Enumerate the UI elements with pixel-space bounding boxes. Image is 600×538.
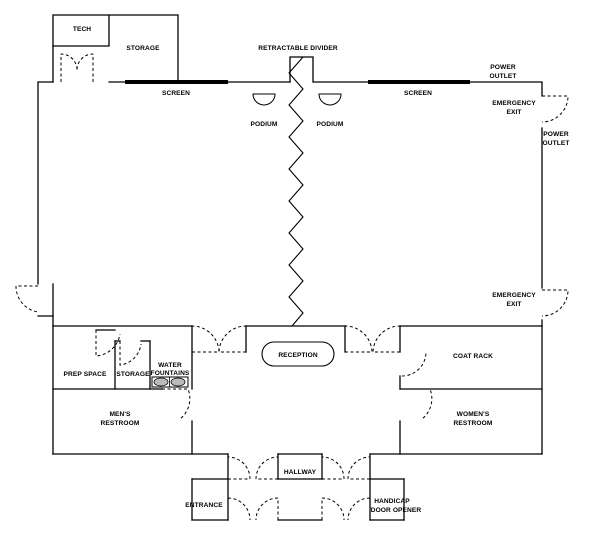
label-emergency-exit-top-1: EMERGENCY: [492, 100, 536, 107]
doors: [15, 53, 569, 521]
label-water-fountains-2: FOUNTAINS: [151, 370, 190, 377]
label-womens-restroom-1: WOMEN'S: [457, 411, 490, 418]
label-podium-left: PODIUM: [251, 121, 278, 128]
label-screen-left: SCREEN: [162, 90, 190, 97]
label-storage-top: STORAGE: [126, 45, 160, 52]
label-handicap-1: HANDICAP: [374, 498, 410, 505]
label-screen-right: SCREEN: [404, 90, 432, 97]
labels: TECH STORAGE RETRACTABLE DIVIDER SCREEN …: [64, 26, 570, 514]
walls: [37, 14, 543, 521]
label-storage-bottom: STORAGE: [116, 371, 150, 378]
label-tech: TECH: [73, 26, 91, 33]
label-retractable-divider: RETRACTABLE DIVIDER: [258, 45, 338, 52]
label-emergency-exit-bottom-1: EMERGENCY: [492, 292, 536, 299]
podium-right-icon: [318, 93, 342, 106]
label-handicap-2: DOOR OPENER: [371, 507, 422, 514]
label-entrance: ENTRANCE: [185, 502, 223, 509]
retractable-divider: [288, 56, 304, 327]
label-podium-right: PODIUM: [317, 121, 344, 128]
label-mens-restroom-2: RESTROOM: [101, 420, 140, 427]
label-reception: RECEPTION: [278, 352, 318, 359]
label-power-outlet-top-1: POWER: [490, 64, 516, 71]
label-water-fountains-1: WATER: [158, 362, 182, 369]
label-emergency-exit-bottom-2: EXIT: [506, 301, 521, 308]
label-power-outlet-top-2: OUTLET: [490, 73, 517, 80]
label-womens-restroom-2: RESTROOM: [454, 420, 493, 427]
podium-left-icon: [252, 93, 276, 106]
reception-desk: [261, 341, 335, 367]
water-fountains-icon: [151, 376, 189, 388]
label-emergency-exit-top-2: EXIT: [506, 109, 521, 116]
label-coat-rack: COAT RACK: [453, 353, 493, 360]
label-power-outlet-side-1: POWER: [543, 131, 569, 138]
podiums: [252, 93, 342, 106]
label-prep-space: PREP SPACE: [64, 371, 107, 378]
label-mens-restroom-1: MEN'S: [109, 411, 131, 418]
label-power-outlet-side-2: OUTLET: [543, 140, 570, 147]
label-hallway: HALLWAY: [284, 469, 317, 476]
